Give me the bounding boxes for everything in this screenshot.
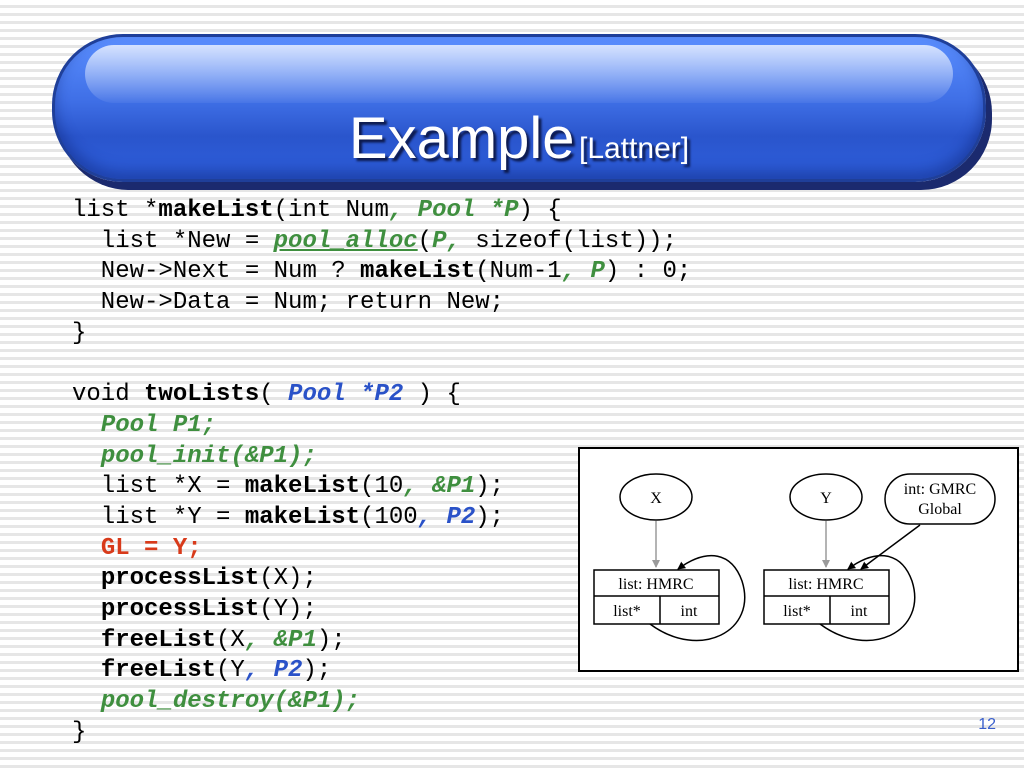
func-name: processList xyxy=(100,595,260,623)
global-node-line1: int: GMRC xyxy=(904,481,976,498)
node-x-label: X xyxy=(650,490,662,507)
code-text: ); xyxy=(475,473,505,501)
global-assign: GL = Y; xyxy=(100,534,202,562)
pool-decl: Pool P1; xyxy=(100,411,217,439)
code-line-5: } xyxy=(72,319,87,347)
left-self-loop xyxy=(649,554,746,642)
left-pool-box xyxy=(593,569,720,625)
global-pointer-arrow xyxy=(860,524,921,570)
right-box-cell-ptr: list* xyxy=(783,603,811,620)
left-box-cell-int: int xyxy=(681,603,698,620)
code-text: list *Y = xyxy=(72,503,245,531)
right-pool-box xyxy=(763,569,890,625)
func-name: makeList xyxy=(244,503,361,531)
func-name: freeList xyxy=(100,626,217,654)
code-text: ) { xyxy=(403,381,461,409)
pool-param: P, xyxy=(432,227,461,255)
pool-arg: , P2 xyxy=(417,503,476,531)
title-citation: [Lattner] xyxy=(579,132,690,165)
pool-alloc-call: pool_alloc xyxy=(273,227,418,255)
code-line-18: } xyxy=(72,718,87,746)
right-self-loop xyxy=(819,554,916,642)
code-line-11: list *Y = makeList(100, P2); xyxy=(72,503,691,534)
func-name: processList xyxy=(100,565,260,593)
code-line-1: list *makeList(int Num, Pool *P) { xyxy=(72,196,691,227)
pool-init-call: pool_init(&P1); xyxy=(100,442,317,470)
code-block: list *makeList(int Num, Pool *P) { list … xyxy=(72,196,691,748)
code-text: (Num-1 xyxy=(475,258,562,286)
title-main: Example xyxy=(348,106,575,171)
code-line-17: pool_destroy(&P1); xyxy=(72,687,691,718)
code-line-9: pool_init(&P1); xyxy=(72,442,691,473)
left-box-cell-ptr: list* xyxy=(613,603,641,620)
code-text: ); xyxy=(302,657,332,685)
pool-param: Pool *P2 xyxy=(288,381,404,409)
code-text: New->Next = Num ? xyxy=(72,258,361,286)
code-text: ); xyxy=(316,626,346,654)
right-box-cell-int: int xyxy=(851,603,868,620)
code-line-12: GL = Y; xyxy=(72,534,691,565)
code-text: void xyxy=(72,381,145,409)
code-text: list * xyxy=(72,197,159,224)
func-name: makeList xyxy=(360,258,476,286)
pool-arg: , &P1 xyxy=(244,626,317,654)
code-text: (Y); xyxy=(259,595,317,623)
pool-arg: , &P1 xyxy=(403,473,476,501)
pool-param: , P xyxy=(561,258,605,286)
code-line-16: freeList(Y, P2); xyxy=(72,656,691,687)
code-text: ) { xyxy=(518,197,562,224)
pool-diagram-svg: X Y int: GMRC Global list: HMRC list* in… xyxy=(593,473,996,642)
code-text: (Y xyxy=(216,657,245,685)
code-text: ( xyxy=(259,381,289,409)
code-text: list *X = xyxy=(72,473,245,501)
func-name: twoLists xyxy=(144,381,260,409)
code-text: ) : 0; xyxy=(604,258,692,286)
code-line-7: void twoLists( Pool *P2 ) { xyxy=(72,380,691,411)
code-text: (X); xyxy=(259,565,317,593)
left-box-header: list: HMRC xyxy=(618,576,693,593)
code-line-3: New->Next = Num ? makeList(Num-1, P) : 0… xyxy=(72,257,692,288)
code-text: ); xyxy=(475,503,505,531)
code-text: (int Num xyxy=(273,197,389,224)
code-line-13: processList(X); xyxy=(72,564,691,595)
code-line-4: New->Data = Num; return New; xyxy=(72,289,505,317)
node-y xyxy=(789,473,863,521)
pool-arg: , P2 xyxy=(244,657,303,685)
code-text: list *New = xyxy=(72,227,274,255)
title-gloss xyxy=(85,45,953,103)
code-line-2: list *New = pool_alloc(P, sizeof(list)); xyxy=(72,227,691,258)
code-text: ( xyxy=(417,227,433,255)
code-text: sizeof(list)); xyxy=(460,227,677,255)
code-text: (10 xyxy=(360,473,404,501)
pool-diagram: X Y int: GMRC Global list: HMRC list* in… xyxy=(578,447,1019,672)
node-y-label: Y xyxy=(820,490,832,507)
code-line-15: freeList(X, &P1); xyxy=(72,626,691,657)
code-line-10: list *X = makeList(10, &P1); xyxy=(72,472,691,503)
slide-title: Example [Lattner] xyxy=(55,105,983,172)
right-box-header: list: HMRC xyxy=(788,576,863,593)
pool-destroy-call: pool_destroy(&P1); xyxy=(100,688,361,715)
func-name: freeList xyxy=(100,657,217,685)
func-name: makeList xyxy=(244,473,361,501)
global-node-line2: Global xyxy=(918,501,962,518)
code-text: (X xyxy=(216,626,245,654)
code-text: (100 xyxy=(360,503,418,531)
code-line-8: Pool P1; xyxy=(72,411,691,442)
global-node xyxy=(884,473,996,525)
pool-param: , Pool *P xyxy=(388,197,519,224)
node-x xyxy=(619,473,693,521)
page-number: 12 xyxy=(978,716,996,733)
code-blank-line xyxy=(72,349,691,380)
title-banner: Example [Lattner] xyxy=(52,34,986,182)
code-line-14: processList(Y); xyxy=(72,595,691,626)
func-name: makeList xyxy=(158,197,274,224)
